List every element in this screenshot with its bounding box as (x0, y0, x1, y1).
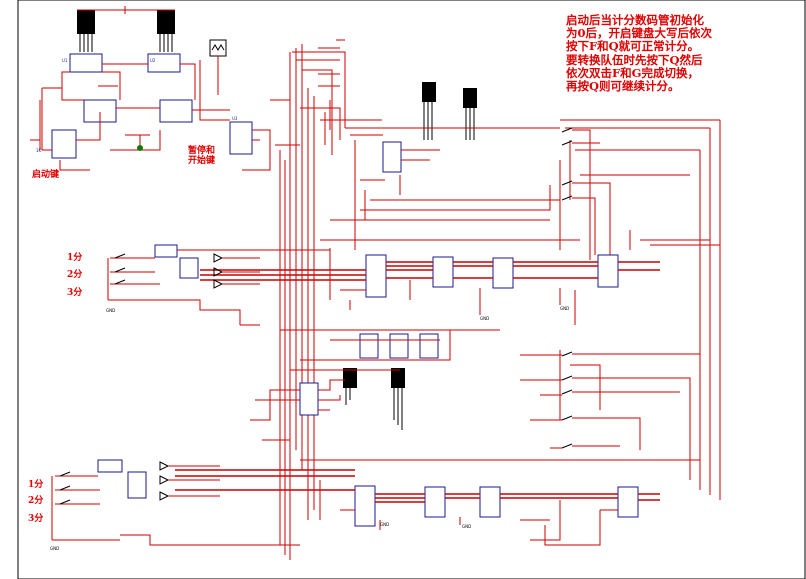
pause-flipflop (229, 121, 253, 155)
svg-text:U3: U3 (232, 116, 238, 121)
team-switch-keys (330, 127, 611, 260)
timer-display-tens (77, 10, 95, 34)
score-counter-top-2 (492, 257, 514, 289)
bottom-score-2-label: 2分 (28, 496, 44, 506)
top-encoder (179, 257, 199, 279)
switch-latch-chip-2 (299, 382, 319, 416)
switch-latch-chip (382, 141, 402, 173)
led-indicator (137, 145, 143, 151)
mode-gate-2 (389, 333, 409, 359)
svg-text:GND: GND (50, 546, 59, 551)
start-key-label: 启动键 (32, 170, 60, 180)
score-counter-bottom-2 (479, 486, 501, 518)
bottom-score-3-label: 3分 (28, 514, 44, 524)
top-score-inputs: GND (106, 244, 330, 326)
top-score-1-label: 1分 (67, 253, 83, 263)
schematic-border (17, 0, 806, 579)
score-counter-bottom-1 (424, 486, 446, 518)
team-a-display-tens (422, 82, 436, 102)
team-b-display-tens (343, 368, 357, 388)
control-wiring (270, 39, 720, 560)
top-score-counters: GND GND (200, 120, 721, 325)
note-line-5: 依次双击F和G完成切换， (566, 65, 699, 80)
start-flipflop (51, 129, 77, 159)
clock-source (209, 39, 227, 57)
top-score-3-label: 3分 (67, 288, 83, 298)
bottom-score-inputs: GND (50, 459, 300, 555)
timer-decoder-right (147, 53, 181, 73)
timer-section: U1 U2 U3 (30, 6, 271, 171)
note-line-4: 要转换队伍时先按下Q然后 (566, 52, 703, 67)
score-adder-bottom (354, 485, 376, 527)
svg-text:GND: GND (480, 316, 489, 321)
top-score-2-label: 2分 (67, 270, 83, 280)
svg-text:GND: GND (462, 524, 471, 529)
svg-text:GND: GND (380, 522, 389, 527)
bottom-input-header (97, 459, 123, 473)
note-line-1: 启动后当计分数码管初始化 (566, 13, 704, 27)
instruction-note: 启动后当计分数码管初始化 为0后，开启键盘大写后依次 按下F和Q就可正常计分。 … (566, 13, 802, 94)
mode-gate-1 (359, 333, 379, 359)
switch-section (250, 329, 701, 480)
note-line-6: 再按Q则可继续计分。 (566, 79, 680, 94)
svg-text:GND: GND (560, 306, 569, 311)
team-a-display-ones (463, 88, 477, 108)
svg-text:U2: U2 (150, 58, 156, 63)
score-counter-top-3 (597, 254, 619, 288)
timer-counter-right (159, 99, 193, 123)
svg-text:GND: GND (106, 308, 115, 313)
bottom-encoder (127, 471, 147, 499)
svg-text:1K: 1K (36, 148, 42, 153)
pause-key-label: 暂停和 开始键 (188, 146, 216, 166)
team-b-display-ones (391, 368, 405, 388)
mode-gate-3 (419, 333, 439, 359)
score-adder-top (365, 254, 387, 298)
score-counter-top-1 (432, 256, 454, 288)
timer-decoder-left (69, 53, 103, 73)
svg-text:U1: U1 (62, 58, 68, 63)
bottom-score-counters: GND GND (175, 459, 700, 546)
timer-display-ones (157, 10, 175, 34)
note-line-3: 按下F和Q就可正常计分。 (566, 39, 700, 54)
top-input-header (154, 244, 178, 258)
score-counter-bottom-3 (617, 486, 639, 518)
note-line-2: 为0后，开启键盘大写后依次 (566, 26, 713, 41)
bottom-score-1-label: 1分 (28, 480, 44, 490)
